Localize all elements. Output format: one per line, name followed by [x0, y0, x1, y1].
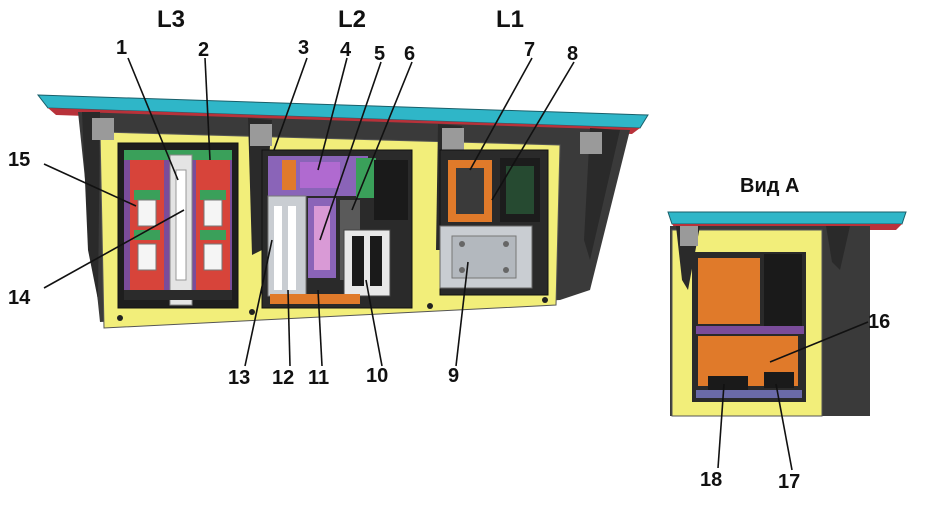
bracket-cap-1 — [92, 118, 114, 140]
bracket-cap-2 — [250, 124, 272, 146]
callout-13: 13 — [228, 367, 251, 389]
callout-6: 6 — [404, 43, 416, 65]
view-a-cabinet — [667, 211, 907, 417]
callout-17: 17 — [778, 471, 801, 493]
view-a-terminal — [708, 376, 748, 390]
callout-14: 14 — [8, 287, 31, 309]
compartment-l1 — [439, 149, 549, 296]
compartment-l3 — [117, 142, 239, 309]
view-a-label: Вид А — [740, 175, 800, 197]
view-a-base — [696, 390, 802, 398]
callout-5: 5 — [374, 43, 386, 65]
view-a-bracket-right — [826, 226, 850, 270]
view-a-block — [764, 372, 794, 388]
callout-18: 18 — [700, 469, 723, 491]
bracket-right — [584, 128, 620, 260]
callout-16: 16 — [868, 311, 891, 333]
mount-dot — [427, 303, 433, 309]
mount-dot — [117, 315, 123, 321]
section-label-l2: L2 — [338, 6, 367, 33]
bracket-left — [82, 112, 100, 300]
callout-9: 9 — [448, 365, 460, 387]
view-a-orange-panel — [698, 258, 760, 324]
callout-7: 7 — [524, 39, 536, 61]
compartment-l2 — [261, 149, 413, 309]
callout-11: 11 — [308, 367, 330, 389]
bracket-cap-4 — [580, 132, 602, 154]
callout-3: 3 — [298, 37, 310, 59]
callout-12: 12 — [272, 367, 295, 389]
section-label-l1: L1 — [496, 6, 525, 33]
view-a-roof — [667, 211, 907, 225]
callout-1: 1 — [116, 37, 128, 59]
bracket-cap-3 — [442, 128, 464, 150]
callout-15: 15 — [8, 149, 31, 171]
callout-10: 10 — [366, 365, 389, 387]
callout-2: 2 — [198, 39, 210, 61]
view-a-cap-left — [680, 226, 698, 246]
mount-dot — [542, 297, 548, 303]
section-label-l3: L3 — [157, 6, 186, 33]
callout-4: 4 — [340, 39, 352, 61]
mount-dot — [249, 309, 255, 315]
view-a-rail — [696, 326, 804, 334]
main-cabinet — [36, 94, 649, 329]
callout-8: 8 — [567, 43, 579, 65]
leader-lines — [43, 57, 869, 471]
view-a-dark-unit — [764, 254, 802, 326]
